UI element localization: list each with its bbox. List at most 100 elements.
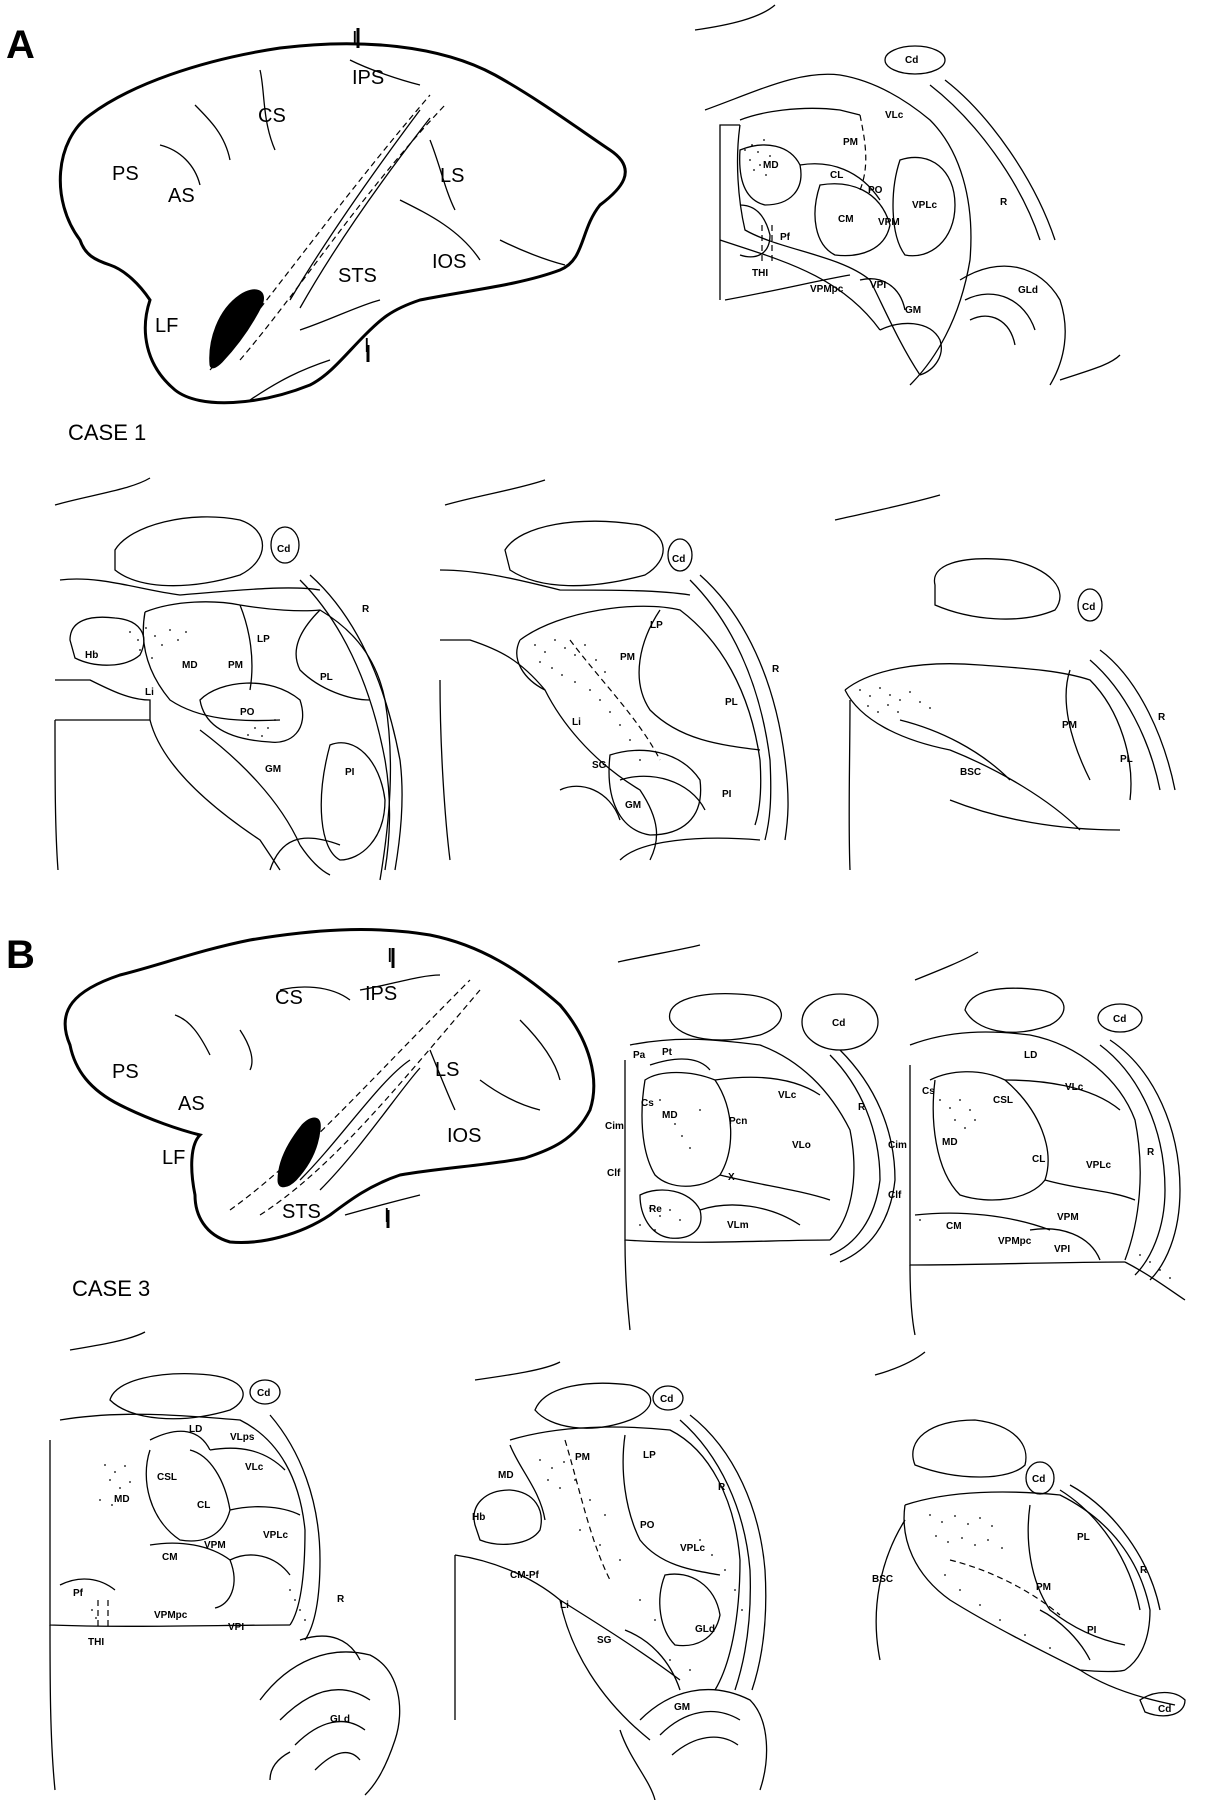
- label-i-bottom-a: I: [364, 335, 370, 357]
- label-vlc-b3: VLc: [245, 1462, 264, 1473]
- label-pl-b5: PL: [1077, 1532, 1090, 1543]
- label-po-b4: PO: [640, 1520, 655, 1531]
- label-li-b4: Li: [560, 1600, 569, 1611]
- label-hb-b4: Hb: [472, 1512, 485, 1523]
- label-pcn-b1: Pcn: [729, 1116, 747, 1127]
- label-pm-b5: PM: [1036, 1582, 1051, 1593]
- label-cs-b1: Cs: [641, 1098, 654, 1109]
- label-vlm-b1: VLm: [727, 1220, 749, 1231]
- label-pl-a4: PL: [1120, 754, 1133, 765]
- label-vpi-b2: VPI: [1054, 1244, 1070, 1255]
- label-vplc-a1: VPLc: [912, 200, 937, 211]
- label-cd-bottom-b5: Cd: [1158, 1704, 1171, 1715]
- label-cm-b3: CM: [162, 1552, 178, 1563]
- label-cl-b3: CL: [197, 1500, 210, 1511]
- section-b2: Cd LD Cs CSL VLc MD Cim CL VPLc R Clf VP…: [888, 952, 1185, 1335]
- lesion-a: [210, 290, 264, 368]
- section-a4: Cd R PM PL BSC: [835, 495, 1175, 870]
- label-cd-b3: Cd: [257, 1388, 270, 1399]
- label-r-b2: R: [1147, 1147, 1155, 1158]
- label-vplc-b3: VPLc: [263, 1530, 288, 1541]
- labeling-dots-b5: [929, 1514, 1051, 1649]
- label-vlc-b1: VLc: [778, 1090, 797, 1101]
- label-sts-b: STS: [282, 1201, 321, 1223]
- label-cm-b2: CM: [946, 1221, 962, 1232]
- label-gld-b3: GLd: [330, 1714, 350, 1725]
- label-pm-a2: PM: [228, 660, 243, 671]
- label-ips-a: IPS: [352, 67, 384, 89]
- panel-letter-b: B: [6, 933, 35, 977]
- label-i-top-b: I: [387, 945, 393, 967]
- label-x-b1: X: [728, 1172, 735, 1183]
- label-vpm-a1: VPM: [878, 217, 900, 228]
- label-gm-a3: GM: [625, 800, 641, 811]
- label-csl-b3: CSL: [157, 1472, 177, 1483]
- label-ps-b: PS: [112, 1061, 139, 1083]
- brain-outline-b: [65, 930, 594, 1243]
- labeling-dots-b2: [919, 1099, 1171, 1279]
- label-vpm-b3: VPM: [204, 1540, 226, 1551]
- label-gm-a2: GM: [265, 764, 281, 775]
- panel-letter-a: A: [6, 23, 35, 67]
- label-r-a3: R: [772, 664, 780, 675]
- label-pm-a3: PM: [620, 652, 635, 663]
- label-po-a1: PO: [868, 185, 883, 196]
- case-label-b: CASE 3: [72, 1276, 150, 1301]
- label-ios-a: IOS: [432, 251, 466, 273]
- labeling-dots-a4: [859, 687, 931, 713]
- label-as-b: AS: [178, 1093, 205, 1115]
- lesion-b: [278, 1118, 320, 1187]
- label-csl-b2: CSL: [993, 1095, 1013, 1106]
- label-vplc-b4: VPLc: [680, 1543, 705, 1554]
- label-lf-a: LF: [155, 315, 178, 337]
- label-md-a2: MD: [182, 660, 198, 671]
- label-ips-b: IPS: [365, 983, 397, 1005]
- label-gld-b4: GLd: [695, 1624, 715, 1635]
- section-b1: Cd Pa Pt Cs VLc MD Pcn Cim VLo R X Clf R…: [605, 945, 895, 1330]
- label-cim-b2: Cim: [888, 1140, 907, 1151]
- labeling-dots-b4: [539, 1459, 743, 1671]
- label-pm-b4: PM: [575, 1452, 590, 1463]
- label-vlo-b1: VLo: [792, 1140, 811, 1151]
- label-cs-b: CS: [275, 987, 303, 1009]
- label-cd-b2: Cd: [1113, 1014, 1126, 1025]
- brain-lateral-view-a: IPS CS PS AS LS STS IOS LF I I: [60, 28, 625, 403]
- label-ps-a: PS: [112, 163, 139, 185]
- label-md-b2: MD: [942, 1137, 958, 1148]
- label-vpmpc-b2: VPMpc: [998, 1236, 1032, 1247]
- label-clf-b1: Clf: [607, 1168, 621, 1179]
- label-cl-b2: CL: [1032, 1154, 1045, 1165]
- label-vlc-b2: VLc: [1065, 1082, 1084, 1093]
- panel-a: A IPS CS PS AS LS STS IOS: [6, 5, 1175, 880]
- label-cd-b4: Cd: [660, 1394, 673, 1405]
- section-b4: Cd LP MD PM Hb R PO VPLc CM-Pf Li GLd SG…: [455, 1362, 767, 1800]
- label-pi-a2: PI: [345, 767, 355, 778]
- label-cim-b1: Cim: [605, 1121, 624, 1132]
- label-bsc-b5: BSC: [872, 1574, 893, 1585]
- label-cl-a1: CL: [830, 170, 843, 181]
- labeling-dots-b3: [91, 1464, 306, 1621]
- label-r-b4: R: [718, 1482, 726, 1493]
- label-md-b3: MD: [114, 1494, 130, 1505]
- label-lp-a3: LP: [650, 620, 663, 631]
- label-cd-a2: Cd: [277, 544, 290, 555]
- label-cs-b2: Cs: [922, 1086, 935, 1097]
- label-md-b1: MD: [662, 1110, 678, 1121]
- label-li-a2: Li: [145, 687, 154, 698]
- label-md-a1: MD: [763, 160, 779, 171]
- label-sg-a3: SG: [592, 760, 607, 771]
- label-thi-a1: THI: [752, 268, 768, 279]
- label-i-bottom-b: I: [384, 1205, 390, 1227]
- label-hb-a2: Hb: [85, 650, 98, 661]
- section-b3: Cd LD VLps CSL VLc MD CL VPM VPLc CM Pf …: [50, 1332, 400, 1795]
- label-pf-a1: Pf: [780, 232, 791, 243]
- case-label-a: CASE 1: [68, 420, 146, 445]
- label-lp-b4: LP: [643, 1450, 656, 1461]
- section-a1: Cd VLc MD PM CL PO VPLc CM VPM Pf THI VP…: [695, 5, 1120, 385]
- label-pm-a4: PM: [1062, 720, 1077, 731]
- label-ls-a: LS: [440, 165, 464, 187]
- label-lp-a2: LP: [257, 634, 270, 645]
- label-vpmpc-b3: VPMpc: [154, 1610, 188, 1621]
- label-r-b1: R: [858, 1102, 866, 1113]
